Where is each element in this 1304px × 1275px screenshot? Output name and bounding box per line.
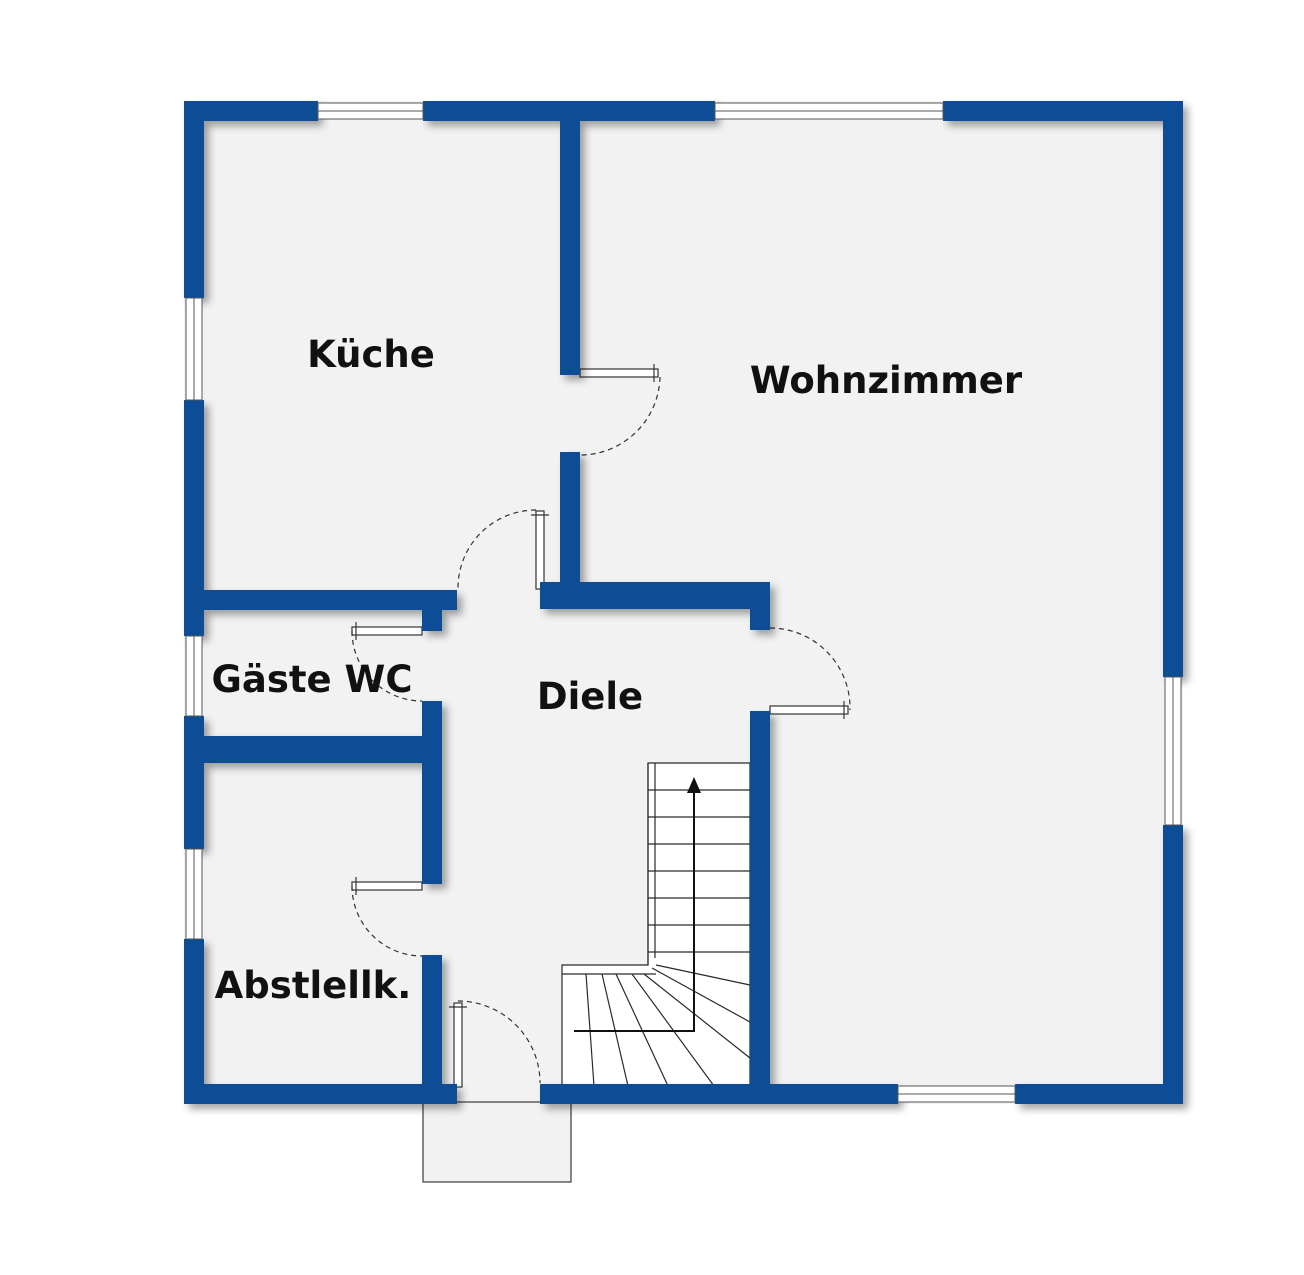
wall-abstell-diele — [422, 955, 442, 1104]
wall-kueche-bottom — [184, 590, 457, 610]
arrow-up-icon — [574, 777, 701, 1032]
wall-bottom-right — [1015, 1084, 1183, 1104]
door-entrance — [449, 1000, 541, 1088]
entrance-step — [422, 1101, 572, 1183]
wall-right-bottom — [1163, 825, 1183, 1104]
wall-wohnzimmer-diele — [540, 582, 768, 609]
wall-top-right — [943, 101, 1183, 121]
wall-bottom-mid — [540, 1084, 898, 1104]
wall-wc-bottom — [184, 736, 442, 763]
windows — [185, 102, 1182, 1103]
room-label-wohnzimmer: Wohnzimmer — [750, 359, 1023, 402]
wall-top-left — [184, 101, 318, 121]
wall-diele-wohnzimmer-long — [750, 711, 770, 1104]
wall-left-top — [184, 101, 204, 298]
wall-wc-stub — [422, 590, 442, 631]
wall-wc-diele — [422, 701, 442, 884]
wall-left-bottom — [184, 939, 204, 1104]
wall-kueche-wohnzimmer-lower — [560, 452, 580, 609]
door-diele-wohnzimmer — [769, 627, 851, 719]
wall-right-top — [1163, 101, 1183, 677]
staircase — [561, 762, 751, 1087]
doors — [351, 364, 851, 1088]
room-label-abstellkammer: Abstlellk. — [215, 964, 412, 1007]
room-label-kueche: Küche — [307, 333, 435, 376]
wall-left-wc-bottom — [184, 716, 204, 849]
wall-wohnzimmer-stub — [750, 582, 770, 630]
wall-left-mid — [184, 400, 204, 636]
wall-bottom-left — [184, 1084, 457, 1104]
room-labels: Küche Wohnzimmer Gäste WC Diele Abstlell… — [212, 333, 1023, 1007]
stair-treads — [562, 763, 751, 1087]
room-label-diele: Diele — [537, 675, 643, 718]
wall-kueche-wohnzimmer-upper — [560, 101, 580, 375]
walls — [184, 101, 1183, 1104]
door-abstellkammer — [351, 877, 423, 957]
room-label-gaeste-wc: Gäste WC — [212, 658, 413, 701]
